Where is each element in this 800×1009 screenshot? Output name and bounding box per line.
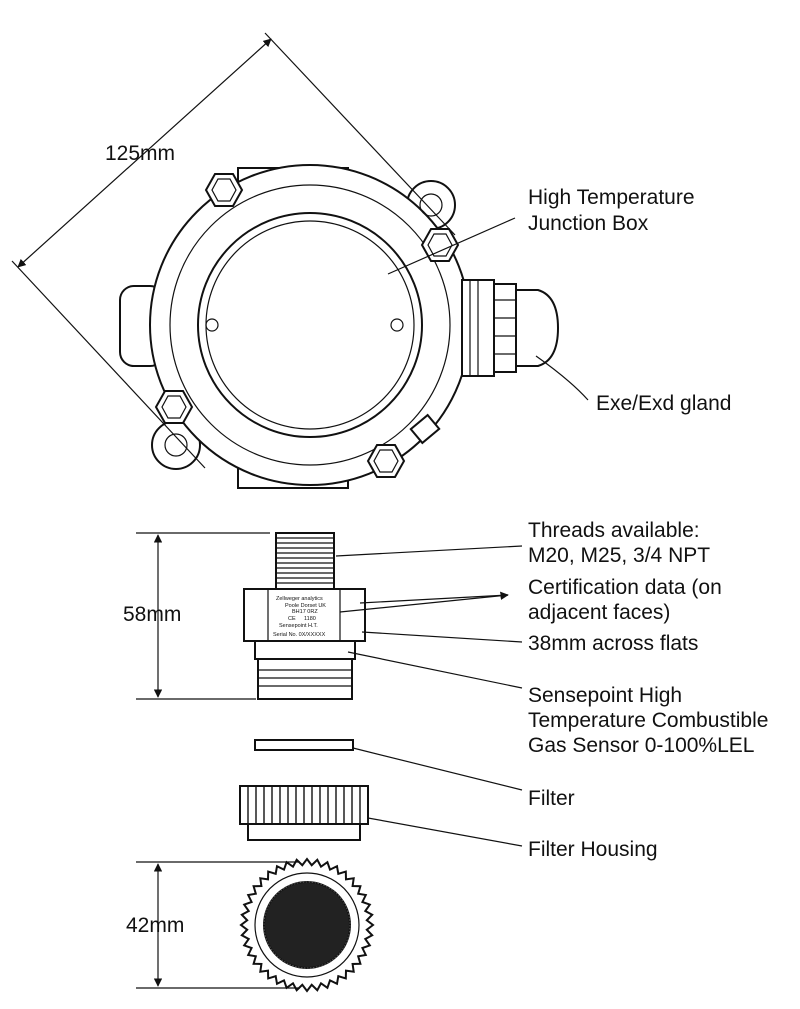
sensor-assembly: Zellweger analytics Poole Dorset UK BH17… xyxy=(243,532,366,700)
label-filter-housing: Filter Housing xyxy=(528,838,658,861)
plate-postcode: BH17 0RZ xyxy=(292,609,318,615)
dimension-58mm: 58mm xyxy=(123,532,270,700)
lid-screw-right xyxy=(390,318,404,332)
plate-ce-mark: CE xyxy=(288,616,296,622)
dimension-42mm-label: 42mm xyxy=(126,914,184,937)
sensor-thread xyxy=(275,532,335,590)
dimension-58mm-label: 58mm xyxy=(123,603,181,626)
filter-housing-end-view xyxy=(239,857,375,993)
label-junction-box-line2: Junction Box xyxy=(528,212,649,235)
label-filter: Filter xyxy=(528,787,575,810)
hex-bolt-left xyxy=(154,390,194,424)
sensor-collar xyxy=(254,640,356,660)
label-sensor-line1: Sensepoint High xyxy=(528,684,682,707)
mounting-hole-bottom-left xyxy=(164,433,188,457)
filter-disc xyxy=(254,739,354,751)
label-certification-line2: adjacent faces) xyxy=(528,601,670,624)
label-sensor-line2: Temperature Combustible xyxy=(528,709,768,732)
label-certification-line1: Certification data (on xyxy=(528,576,722,599)
plate-location: Poole Dorset UK xyxy=(285,603,326,609)
exe-exd-gland xyxy=(461,279,560,377)
plate-company: Zellweger analytics xyxy=(276,596,323,602)
mounting-hole-top-right xyxy=(419,193,443,217)
label-across-flats: 38mm across flats xyxy=(528,632,698,655)
label-sensor-line3: Gas Sensor 0-100%LEL xyxy=(528,734,754,757)
leader-across-flats xyxy=(361,631,523,643)
leader-certification-b xyxy=(359,594,509,604)
dimension-125mm-label: 125mm xyxy=(105,142,175,165)
thread-lines xyxy=(276,537,334,584)
label-junction-box-line1: High Temperature xyxy=(528,186,695,209)
leader-sensor xyxy=(347,651,523,689)
plate-notified-body: 1180 xyxy=(304,616,316,622)
leader-filter xyxy=(352,747,523,791)
housing-inner-ring xyxy=(169,184,451,466)
lid-screw-left xyxy=(205,318,219,332)
leader-filter-housing xyxy=(367,817,523,847)
label-gland: Exe/Exd gland xyxy=(596,392,731,415)
lid-outer xyxy=(197,212,423,438)
plate-serial: Serial No. 0X/XXXXX xyxy=(273,632,326,638)
leader-junction-box xyxy=(387,217,516,275)
leader-certification-a xyxy=(339,591,509,613)
label-threads-line2: M20, M25, 3/4 NPT xyxy=(528,544,710,567)
dimension-42mm: 42mm xyxy=(126,861,300,989)
leader-threads xyxy=(335,545,523,557)
sensor-hex-body xyxy=(243,588,366,642)
leader-gland xyxy=(535,355,589,401)
filter-housing-side xyxy=(239,785,369,841)
earth-boss xyxy=(409,413,441,445)
label-threads-line1: Threads available: xyxy=(528,519,700,542)
hex-bolt-top-left xyxy=(204,173,244,207)
plate-product: Sensepoint H.T. xyxy=(279,623,318,629)
junction-box xyxy=(119,164,560,489)
dimension-125mm: 125mm xyxy=(11,32,456,469)
hex-bolt-bottom xyxy=(366,444,406,478)
sensor-lower-thread xyxy=(257,658,353,700)
